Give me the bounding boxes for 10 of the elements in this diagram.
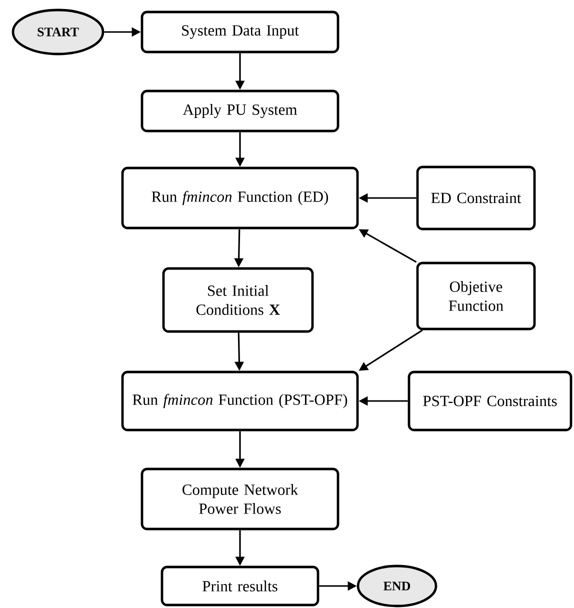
process-box: Compute Network Power Flows [140,468,340,530]
process-box: Print results [160,566,320,606]
process-box: PST-OPF Constraints [408,370,572,432]
process-box: Apply PU System [140,90,340,132]
process-box: Run fmincon Function (PST-OPF) [121,370,359,432]
process-box: Run fmincon Function (ED) [121,166,359,230]
process-box: System Data Input [140,10,340,54]
process-box: Objetive Function [416,262,536,330]
process-box: ED Constraint [416,166,536,230]
process-box: Set Initial Conditions X [162,267,314,333]
